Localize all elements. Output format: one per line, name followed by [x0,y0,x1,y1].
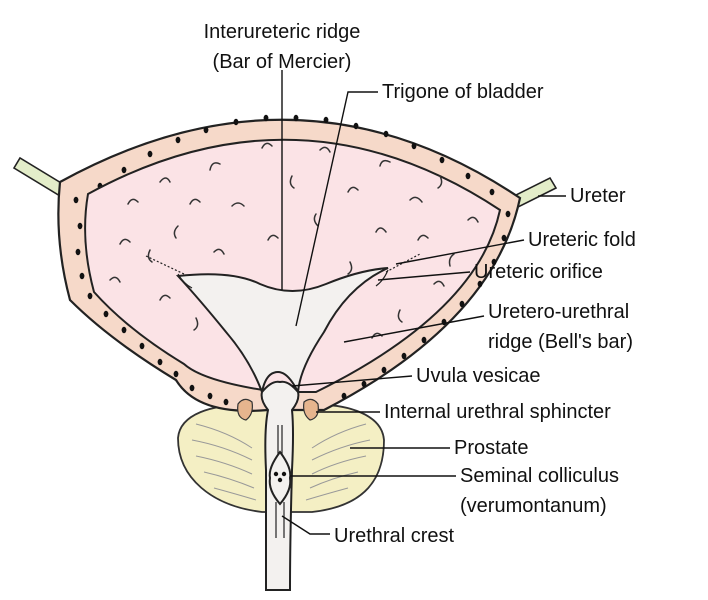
wall-dot [383,130,389,138]
wall-dot [203,126,209,134]
seminal-colliculus [268,450,292,506]
label-verumontanum: (verumontanum) [460,495,607,517]
wall-dot [401,352,407,360]
wall-dot [477,280,483,288]
internal-urethral-sphincter [237,398,319,421]
wall-dot [505,210,511,218]
wall-dot [147,150,153,158]
wall-dot [175,136,181,144]
wall-dot [87,292,93,300]
label-internal-urethral-sphincter: Internal urethral sphincter [384,401,611,423]
wall-dot [79,272,85,280]
wall-dot [103,310,109,318]
labels: Interureteric ridge (Bar of Mercier) Tri… [204,21,636,547]
label-trigone-of-bladder: Trigone of bladder [382,81,544,103]
wall-dot [323,116,329,124]
label-interureteric-ridge: Interureteric ridge [204,21,361,43]
label-ureteric-orifice: Ureteric orifice [474,261,603,283]
mucosal-folds [109,142,479,339]
wall-dot [121,326,127,334]
wall-dot [75,248,81,256]
wall-dot [173,370,179,378]
wall-dot [73,196,79,204]
wall-dot [157,358,163,366]
wall-dot [489,188,495,196]
leader-lines [281,70,566,535]
wall-dot [223,398,229,406]
wall-dot [233,118,239,126]
label-uvula-vesicae: Uvula vesicae [416,365,541,387]
bladder-wall-dots [73,114,511,406]
wall-dot [361,380,367,388]
wall-dot [77,222,83,230]
ureteric-fold-left [145,255,185,275]
wall-dot [353,122,359,130]
label-uretero-urethral-ridge: Uretero-urethral [488,301,629,323]
wall-dot [381,366,387,374]
label-ureteric-fold: Ureteric fold [528,229,636,251]
label-ureter: Ureter [570,185,626,207]
wall-dot [341,392,347,400]
ureteric-orifice-left [177,273,193,289]
label-bells-bar: ridge (Bell's bar) [488,331,633,353]
wall-dot [189,384,195,392]
wall-dot [501,234,507,242]
label-prostate: Prostate [454,437,528,459]
wall-dot [459,300,465,308]
wall-dot [491,258,497,266]
wall-dot [207,392,213,400]
bladder-lumen [84,138,502,393]
wall-dot [465,172,471,180]
label-seminal-colliculus: Seminal colliculus [460,465,619,487]
wall-dot [293,114,299,122]
wall-dot [439,156,445,164]
wall-dot [121,166,127,174]
label-bar-of-mercier: (Bar of Mercier) [213,51,352,73]
wall-dot [139,342,145,350]
ureteric-fold-right [385,253,421,273]
label-urethral-crest: Urethral crest [334,525,454,547]
trigone-region [175,267,389,396]
wall-dot [263,114,269,122]
wall-dot [421,336,427,344]
wall-dot [411,142,417,150]
